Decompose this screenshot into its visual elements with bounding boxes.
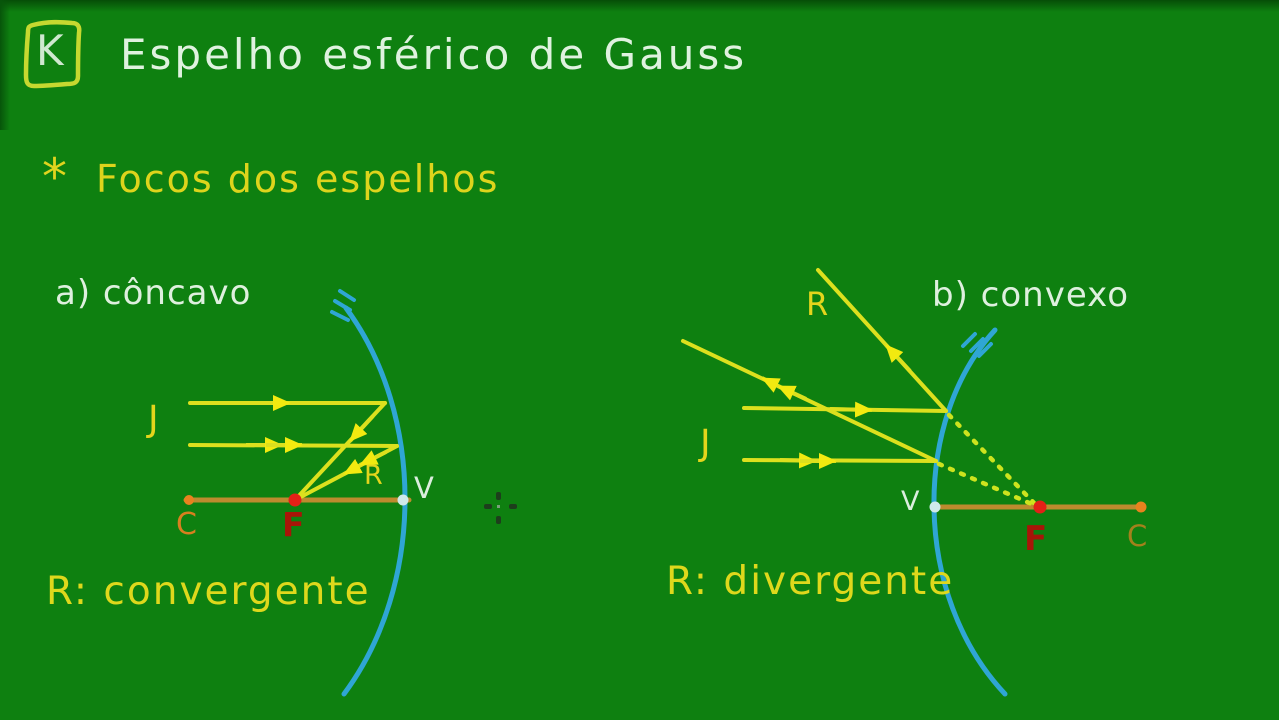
convex-focus-point [1033, 500, 1047, 514]
concave-focus-point [288, 493, 302, 507]
concave-caption: R: convergente [46, 569, 371, 614]
crosshair-cursor [484, 492, 517, 524]
concave-vertex-label: V [414, 471, 434, 505]
concave-reflected-ray-label: R [364, 460, 383, 491]
convex-mirror-hatching [961, 332, 993, 358]
convex-reflected-ray-label: R [806, 285, 829, 323]
frame-top-shadow [0, 0, 1279, 12]
page-title: Espelho esférico de Gauss [120, 30, 748, 79]
convex-caption: R: divergente [666, 559, 955, 604]
topic-text: Focos dos espelhos [96, 157, 500, 201]
concave-incident-rays-label: J [148, 399, 159, 440]
convex-vertex-point [929, 501, 941, 513]
convex-section-label: b) convexo [932, 275, 1130, 315]
logo-box-outline [23, 19, 82, 89]
convex-reflected-rays [681, 268, 948, 463]
convex-vertex-label: V [901, 486, 920, 517]
convex-center-label: C [1127, 519, 1148, 553]
topic-bullet: * [42, 148, 67, 206]
concave-center-label: C [176, 507, 197, 542]
convex-virtual-extensions [936, 412, 1037, 508]
convex-ray-arrows [761, 343, 912, 469]
logo-letter: K [36, 26, 64, 75]
concave-ray-arrows [246, 395, 387, 476]
convex-mirror-arc [931, 327, 1008, 697]
concave-focus-label: F [282, 505, 305, 544]
concave-section-label: a) côncavo [55, 273, 252, 313]
convex-focus-label: F [1024, 519, 1048, 559]
frame-left-shadow [0, 0, 10, 130]
concave-mirror-hatching [330, 289, 356, 322]
convex-incident-rays-label: J [700, 423, 711, 464]
convex-center-point [1135, 501, 1147, 513]
concave-vertex-point [397, 494, 409, 506]
concave-center-point [184, 495, 194, 505]
